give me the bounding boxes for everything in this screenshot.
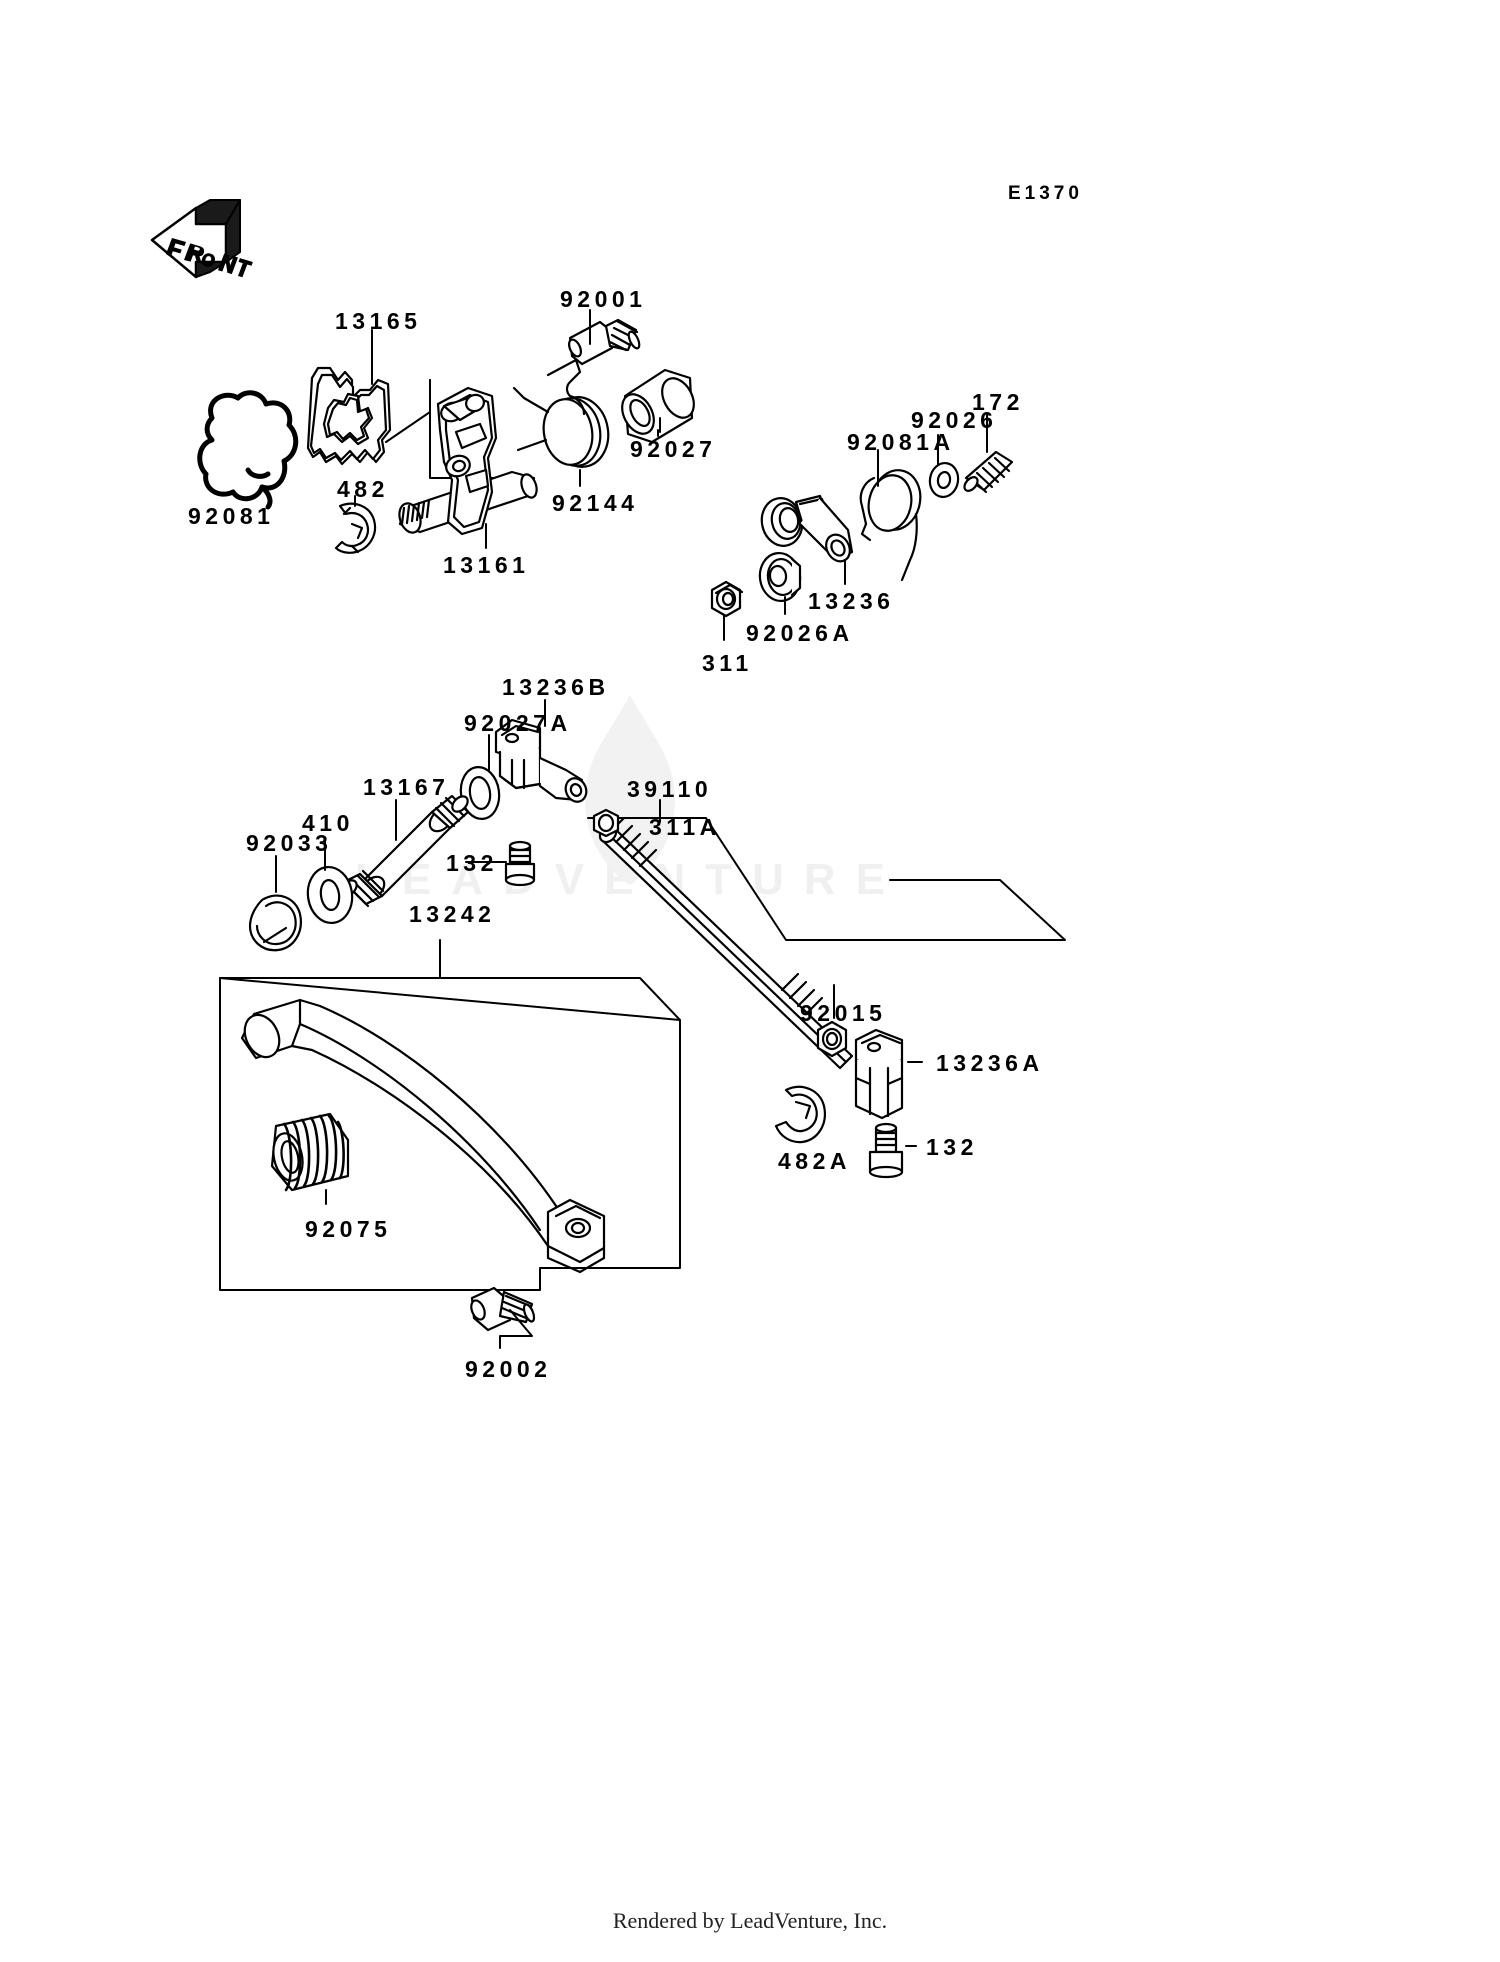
callout-92075[interactable]: 92075 <box>305 1216 392 1242</box>
part-132-bolt-right <box>868 1122 904 1179</box>
callout-13236[interactable]: 13236 <box>808 588 895 614</box>
part-92026A-washer <box>758 551 802 603</box>
callout-13165[interactable]: 13165 <box>335 308 422 334</box>
part-92081-spring <box>197 390 299 510</box>
part-92144-return-spring <box>512 358 610 468</box>
callout-132-left[interactable]: 132 <box>446 850 498 876</box>
part-172-stud-bolt <box>963 450 1014 494</box>
callout-92026A[interactable]: 92026A <box>746 620 854 646</box>
callout-92027[interactable]: 92027 <box>630 436 717 462</box>
callout-92026[interactable]: 92026 <box>911 407 998 433</box>
part-92027-collar <box>621 368 695 444</box>
part-92002-pedal-bolt <box>470 1286 536 1332</box>
callout-13236B[interactable]: 13236B <box>502 674 610 700</box>
part-13161-gear-change-shaft <box>398 386 538 536</box>
part-482-circlip <box>334 502 377 554</box>
callout-132-right[interactable]: 132 <box>926 1134 978 1160</box>
part-92026-washer <box>928 461 960 499</box>
part-13236-shift-lever <box>760 494 854 563</box>
part-13242-gear-change-pedal <box>219 977 681 1291</box>
part-311-nut <box>710 580 744 618</box>
part-92075-pedal-rubber <box>270 1112 350 1192</box>
callout-13236A[interactable]: 13236A <box>936 1050 1044 1076</box>
callout-92033[interactable]: 92033 <box>246 830 333 856</box>
part-13165-shift-plate <box>306 366 392 466</box>
callout-92081[interactable]: 92081 <box>188 503 275 529</box>
part-39110-tie-rod <box>598 816 854 1070</box>
callout-410[interactable]: 410 <box>302 810 354 836</box>
callout-92001[interactable]: 92001 <box>560 286 647 312</box>
callout-482[interactable]: 482 <box>337 476 389 502</box>
part-92001-bolt <box>567 318 641 366</box>
callout-482A[interactable]: 482A <box>778 1148 851 1174</box>
footer-credit: Rendered by LeadVenture, Inc. <box>612 1908 888 1933</box>
callout-92027A[interactable]: 92027A <box>464 710 572 736</box>
part-92027A-collar <box>459 766 501 820</box>
diagram-id-label: E1370 <box>1008 183 1083 204</box>
callout-13167[interactable]: 13167 <box>363 774 450 800</box>
callout-39110[interactable]: 39110 <box>627 776 713 802</box>
part-410-washer <box>306 866 354 924</box>
callout-92144[interactable]: 92144 <box>552 490 639 516</box>
callout-13161[interactable]: 13161 <box>443 552 530 578</box>
part-92015-nut <box>816 1020 848 1058</box>
callout-311A[interactable]: 311A <box>649 814 721 840</box>
callout-13242[interactable]: 13242 <box>409 901 496 927</box>
callout-311[interactable]: 311 <box>702 650 753 676</box>
front-arrow-icon <box>150 199 253 279</box>
callout-92015[interactable]: 92015 <box>800 1000 887 1026</box>
part-311A-nut <box>592 808 620 838</box>
part-92081A-spring <box>859 469 922 582</box>
part-13236A-rod-joint-lower <box>854 1028 904 1120</box>
part-92033-snap-ring <box>248 894 302 952</box>
callout-92002[interactable]: 92002 <box>465 1356 552 1382</box>
callout-172[interactable]: 172 <box>972 389 1024 415</box>
part-482A-circlip <box>774 1085 826 1144</box>
callout-92081A[interactable]: 92081A <box>847 429 955 455</box>
part-13236B-rod-joint-upper <box>494 718 588 803</box>
part-132-bolt-left <box>504 840 536 887</box>
